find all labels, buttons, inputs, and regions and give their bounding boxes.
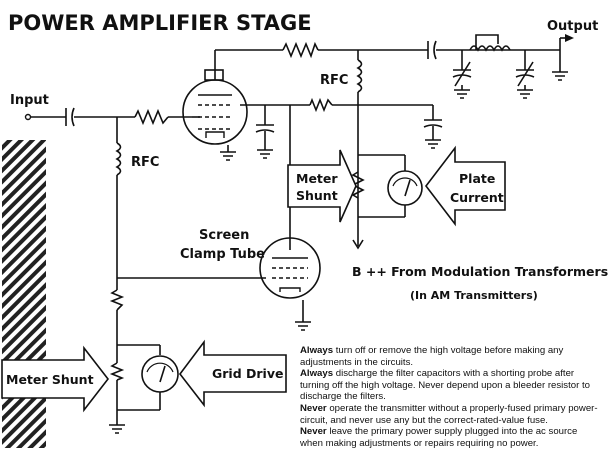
ground-icon (517, 89, 533, 99)
meter-shunt-top-label-2: Shunt (296, 188, 338, 203)
safety-note: Always turn off or remove the high volta… (300, 345, 564, 368)
input-label: Input (10, 93, 49, 108)
screen-clamp-label-1: Screen (199, 228, 249, 243)
grid-drive-label: Grid Drive (212, 366, 283, 381)
am-label: (In AM Transmitters) (410, 289, 538, 302)
ground-symbols (109, 71, 568, 434)
meter-shunt-bottom-arrow (1, 345, 110, 413)
safety-note: Never leave the primary power supply plu… (300, 426, 578, 449)
grid-drive-meter (141, 355, 179, 393)
ground-icon (425, 139, 441, 149)
ground-icon (220, 151, 236, 161)
ground-icon (552, 71, 568, 81)
tube-internals (198, 94, 308, 292)
ground-icon (295, 321, 311, 331)
screen-clamp-label-2: Clamp Tube (180, 247, 265, 262)
rfc-top-label: RFC (320, 73, 348, 88)
output-arrow-icon (565, 34, 574, 42)
meter-shunt-bottom-label: Meter Shunt (6, 372, 94, 387)
meter-shunt-top-label-1: Meter (296, 171, 338, 186)
bpp-label: B ++ From Modulation Transformers (352, 264, 608, 279)
input-terminal (24, 113, 32, 121)
plate-current-arrow (424, 145, 506, 227)
ground-icon (109, 424, 125, 434)
hatched-panel (2, 140, 46, 448)
circuit-wires (30, 34, 565, 425)
meter-shunt-top-arrow (287, 149, 357, 223)
ground-icon (454, 89, 470, 99)
plate-current-meter (387, 170, 423, 206)
components (65, 40, 535, 381)
safety-notes: Always turn off or remove the high volta… (300, 345, 600, 449)
diagram-title: POWER AMPLIFIER STAGE (8, 11, 312, 35)
plate-current-label-2: Current (450, 190, 504, 205)
output-label: Output (547, 19, 598, 34)
plate-current-label-1: Plate (459, 171, 495, 186)
ground-icon (257, 149, 273, 159)
rfc-left-label: RFC (131, 155, 159, 170)
safety-note: Always discharge the filter capacitors w… (300, 368, 590, 403)
safety-note: Never operate the transmitter without a … (300, 402, 598, 426)
bpp-arrow-icon (352, 239, 364, 250)
grid-drive-arrow (178, 339, 287, 408)
